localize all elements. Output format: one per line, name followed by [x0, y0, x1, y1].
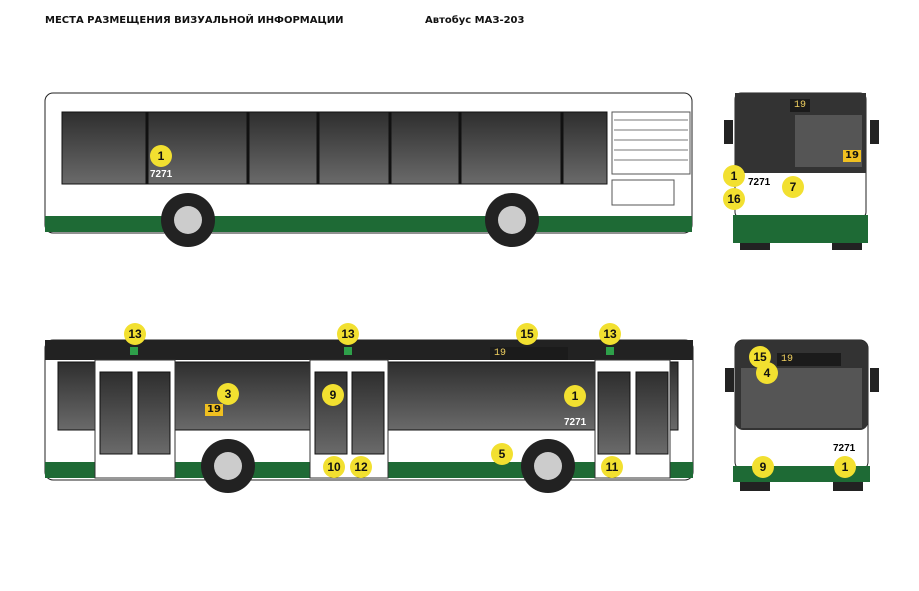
fleet-number-side-right: 7271 — [150, 169, 173, 180]
marker: 11 — [601, 456, 623, 478]
page-subtitle: Автобус МАЗ-203 — [425, 15, 525, 26]
fleet-number-rear: 7271 — [748, 177, 771, 188]
marker: 5 — [491, 443, 513, 465]
marker: 1 — [150, 145, 172, 167]
marker: 13 — [337, 323, 359, 345]
marker: 1 — [723, 165, 745, 187]
side-window-route-plate: 19 — [205, 404, 223, 416]
fleet-number-front: 7271 — [833, 443, 856, 454]
marker: 9 — [752, 456, 774, 478]
marker: 7 — [782, 176, 804, 198]
marker: 16 — [723, 188, 745, 210]
fleet-number-side-left: 7271 — [564, 417, 587, 428]
rear-route-display: 19 — [790, 99, 811, 112]
marker: 4 — [756, 362, 778, 384]
marker: 13 — [124, 323, 146, 345]
marker: 13 — [599, 323, 621, 345]
marker: 3 — [217, 383, 239, 405]
marker: 9 — [322, 384, 344, 406]
bus-rear-view — [724, 92, 879, 250]
bus-side-left-view — [44, 339, 694, 493]
bus-side-right-view — [44, 92, 693, 247]
front-route-display: 19 — [777, 353, 841, 366]
page-title: МЕСТА РАЗМЕЩЕНИЯ ВИЗУАЛЬНОЙ ИНФОРМАЦИИ — [45, 15, 344, 26]
marker: 10 — [323, 456, 345, 478]
marker: 15 — [516, 323, 538, 345]
marker: 1 — [834, 456, 856, 478]
marker: 1 — [564, 385, 586, 407]
marker: 12 — [350, 456, 372, 478]
rear-window-route-plate: 19 — [843, 150, 861, 162]
side-route-display: 19 — [490, 347, 568, 360]
